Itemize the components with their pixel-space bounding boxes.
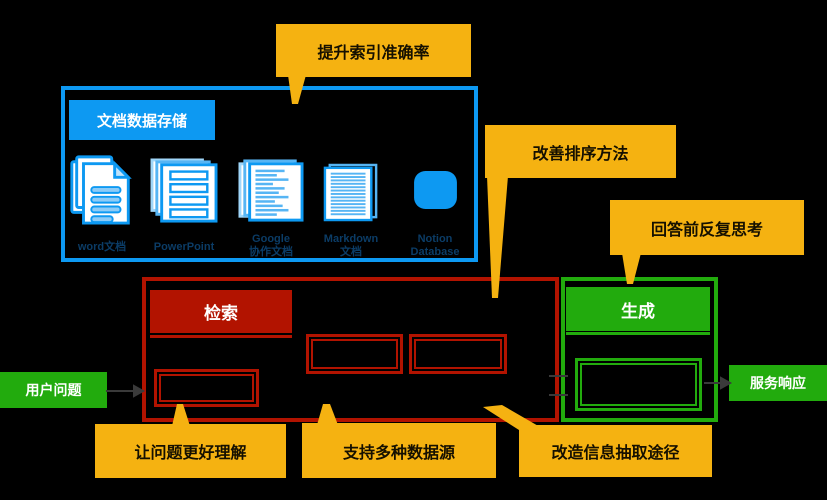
- slides-doc-icon: [150, 158, 218, 223]
- retrieval-title: 检索: [150, 290, 292, 333]
- callout-improve-index-accuracy: 提升索引准确率: [276, 24, 471, 77]
- doc-label-markdown: Markdown 文档: [323, 233, 379, 258]
- callout-understand-question-better: 让问题更好理解: [95, 424, 286, 478]
- database-icon: [414, 170, 457, 210]
- callout-improve-ranking-method: 改善排序方法: [485, 125, 676, 178]
- callout-think-before-answering: 回答前反复思考: [610, 200, 804, 255]
- document-storage-box: [61, 86, 478, 262]
- doc-label-online-doc: Google 协作文档: [249, 233, 293, 258]
- service-response-label: 服务响应: [729, 365, 827, 401]
- user-question-label: 用户问题: [0, 372, 107, 408]
- markdown-doc-icon: [323, 163, 378, 222]
- doc-label-database: Notion Database: [410, 233, 460, 258]
- callout-improve-information-extraction: 改造信息抽取途径: [519, 425, 712, 477]
- document-storage-title: 文档数据存储: [69, 100, 215, 140]
- retrieval-source-box-1: [306, 334, 403, 374]
- generation-inner-box: [575, 358, 702, 411]
- online-doc-icon: [238, 159, 304, 222]
- doc-label-powerpoint: PowerPoint: [153, 241, 215, 253]
- retrieval-box: [142, 277, 559, 422]
- generation-title: 生成: [566, 287, 710, 331]
- retrieval-title-divider: [150, 335, 292, 338]
- callout-support-multiple-data-sources: 支持多种数据源: [302, 423, 496, 478]
- word-doc-icon: [70, 155, 132, 225]
- doc-label-word: word文档: [77, 241, 127, 253]
- retrieval-query-box: [154, 369, 259, 407]
- retrieval-source-box-2: [409, 334, 507, 374]
- generation-title-divider: [566, 332, 710, 335]
